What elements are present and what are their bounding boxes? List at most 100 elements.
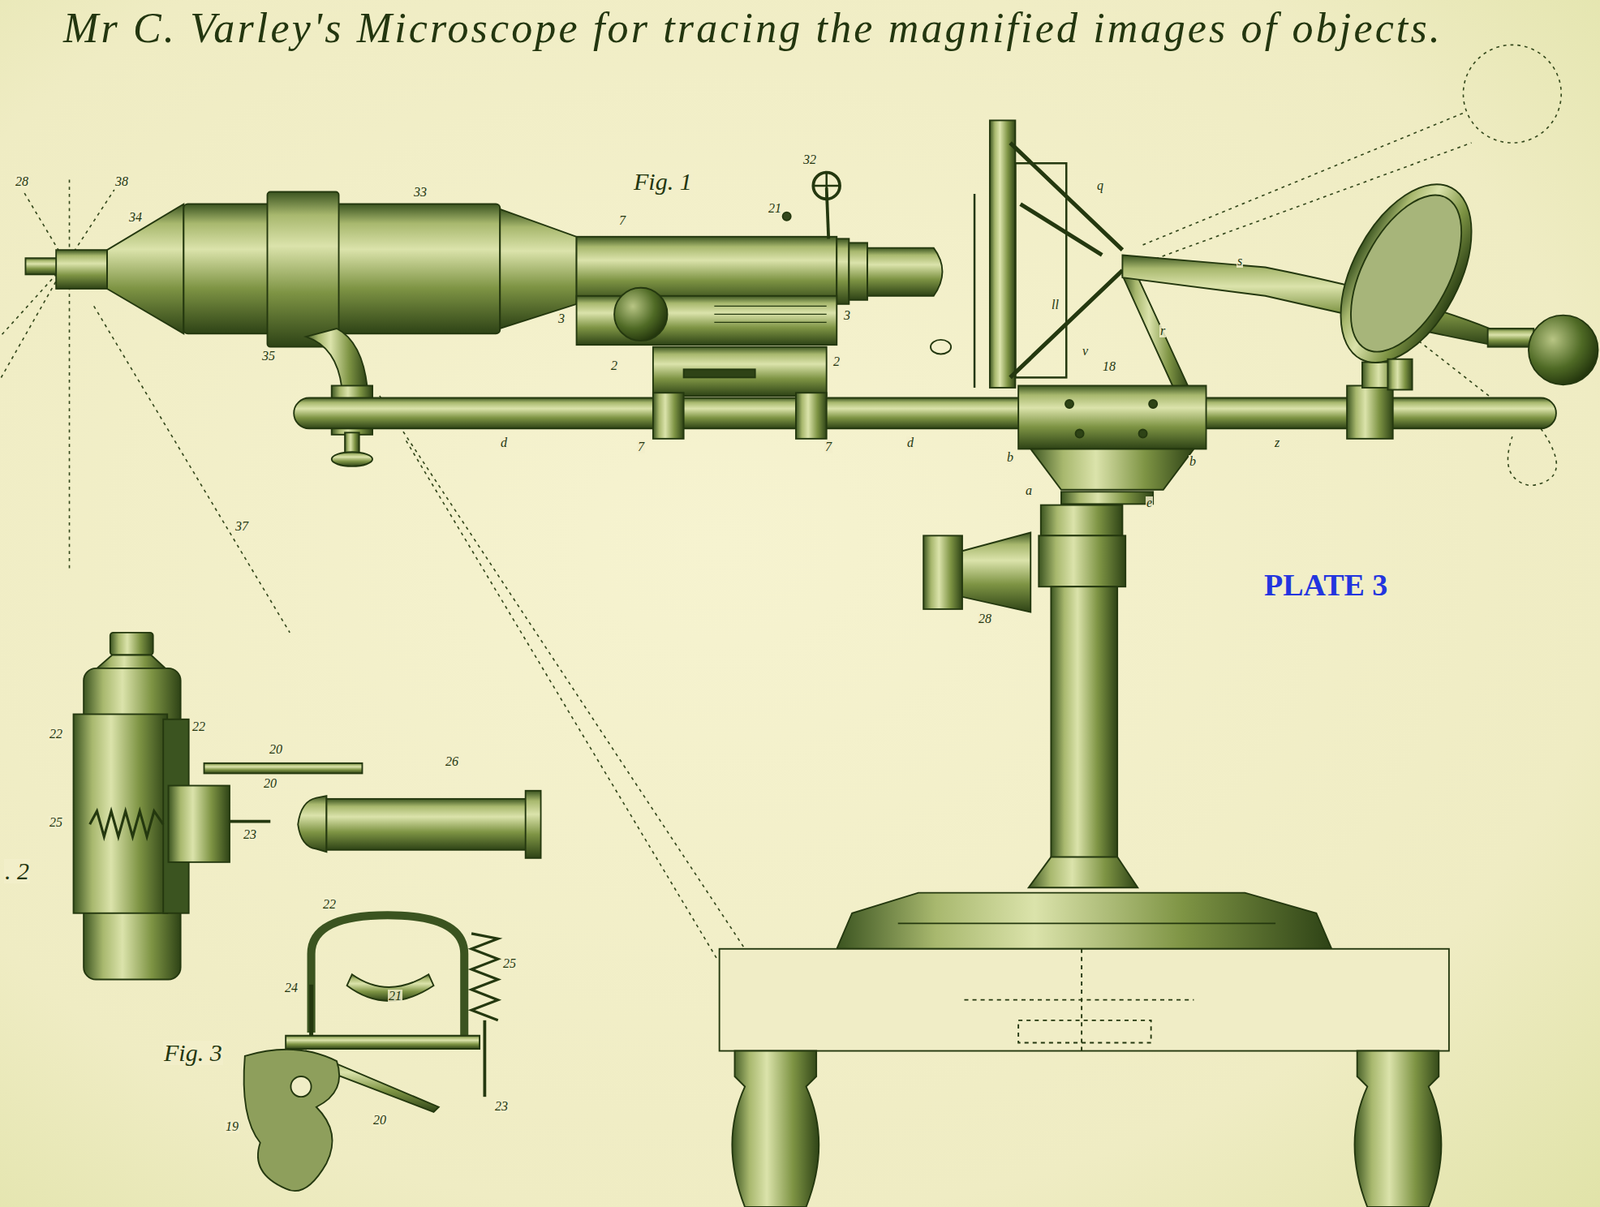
- pillar-stand-part: [1040, 505, 1123, 537]
- callout-number: 7: [636, 440, 646, 454]
- stage-and-tracing-arm-part: [973, 193, 977, 388]
- callout-number: 23: [494, 1100, 509, 1114]
- pillar-stand-part: [1075, 430, 1084, 439]
- callout-number: 2: [832, 355, 841, 369]
- figure-2-clamp-part: [110, 632, 154, 656]
- callout-number: 22: [322, 898, 337, 912]
- wooden-table-part: [731, 1051, 819, 1207]
- callout-number: 2: [610, 359, 619, 373]
- stage-and-tracing-arm-part: [1015, 163, 1067, 378]
- support-and-bar-part: [653, 347, 827, 396]
- pillar-stand-part: [1050, 586, 1118, 861]
- pillar-stand-part: [836, 893, 1332, 950]
- callout-number: 28: [14, 175, 30, 189]
- figure-3-clip-part: [244, 1049, 340, 1192]
- figure-2-clamp-part: [96, 655, 165, 669]
- figure-2-clamp-part: [229, 820, 271, 824]
- figure-2-clamp: [73, 632, 542, 981]
- figure-label: . 2: [4, 859, 31, 884]
- callout-number: 3: [557, 312, 566, 326]
- callout-number: 25: [502, 957, 517, 971]
- microscope-tube-part: [55, 249, 108, 289]
- callout-number: 21: [387, 989, 403, 1003]
- support-and-bar-part: [1346, 385, 1394, 439]
- callout-number: 25: [48, 816, 64, 830]
- dotted-ray-lines: [0, 44, 1562, 962]
- figure-2-clamp-part: [525, 791, 542, 859]
- callout-number: d: [499, 436, 508, 450]
- callout-number: 3: [843, 309, 852, 323]
- callout-number: 19: [224, 1120, 240, 1134]
- callout-number: e: [1145, 496, 1153, 510]
- pillar-stand-part: [1028, 857, 1139, 889]
- microscope-tube-part: [267, 191, 340, 347]
- callout-number: 22: [48, 727, 64, 741]
- pillar-stand-part: [923, 535, 963, 610]
- callout-number: r: [1159, 324, 1166, 338]
- callout-number: 38: [114, 175, 130, 189]
- callout-number: b: [1006, 451, 1015, 465]
- callout-number: z: [1273, 436, 1281, 450]
- callout-number: s: [1236, 254, 1244, 268]
- dotted-ray-lines-part: [94, 305, 290, 633]
- pillar-stand-part: [962, 533, 1031, 613]
- stage-and-tracing-arm-part: [1313, 163, 1499, 384]
- callout-number: 26: [444, 755, 460, 769]
- figure-3-clip-part: [311, 915, 465, 1036]
- callout-number: 24: [283, 981, 299, 995]
- callout-number: 18: [1101, 360, 1117, 374]
- microscope-tube-part: [812, 172, 840, 200]
- callout-number: 32: [802, 153, 818, 167]
- callout-number: 20: [372, 1113, 388, 1127]
- support-and-bar-part: [683, 369, 756, 378]
- callout-number: 23: [242, 828, 258, 842]
- stage-and-tracing-arm-part: [1122, 270, 1189, 388]
- pillar-stand-part: [1139, 430, 1148, 439]
- stage-and-tracing-arm-part: [1488, 328, 1535, 348]
- callout-number: 34: [128, 210, 143, 224]
- pillar-stand-part: [898, 922, 1276, 925]
- support-and-bar-part: [795, 392, 827, 439]
- figure-label: Fig. 3: [163, 1040, 224, 1066]
- stage-and-tracing-arm-part: [989, 120, 1016, 388]
- callout-number: b: [1188, 455, 1197, 469]
- microscope-tube-part: [867, 248, 942, 297]
- figure-3-clip-part: [290, 1076, 311, 1097]
- microscope-tube-part: [713, 305, 826, 323]
- callout-number: 20: [262, 777, 278, 791]
- figure-2-clamp-part: [168, 786, 230, 863]
- callout-number: 22: [191, 720, 207, 734]
- dotted-ray-lines-part: [0, 179, 115, 572]
- figure-3-clip-part: [285, 1036, 480, 1050]
- wooden-table-part: [963, 949, 1194, 1052]
- support-and-bar-part: [331, 451, 373, 467]
- pillar-stand-part: [1061, 491, 1153, 504]
- stage-and-tracing-arm: [930, 120, 1599, 390]
- microscope-tube-part: [782, 212, 792, 221]
- figure-2-clamp-part: [204, 763, 363, 775]
- callout-number: 21: [767, 202, 783, 216]
- microscope-tube-part: [812, 172, 840, 200]
- stage-and-tracing-arm-part: [1387, 359, 1412, 391]
- callout-number: 20: [268, 743, 284, 757]
- callout-number: v: [1081, 344, 1089, 358]
- support-and-bar-part: [344, 432, 360, 453]
- callout-number: d: [906, 436, 915, 450]
- wooden-table-part: [1354, 1051, 1442, 1207]
- pillar-stand: [836, 385, 1332, 949]
- stage-and-tracing-arm-part-part: [1313, 163, 1499, 384]
- microscope-tube-part: [499, 209, 577, 329]
- callout-number: 37: [234, 520, 250, 534]
- stage-and-tracing-arm-part-part: [1328, 177, 1484, 370]
- microscope-tube-part: [576, 236, 838, 305]
- stage-and-tracing-arm-part: [1010, 142, 1123, 378]
- figure-2-clamp-part: [73, 713, 168, 913]
- microscope-tube-part: [836, 238, 849, 305]
- pillar-stand-part: [1065, 400, 1074, 409]
- wooden-table-part: [1018, 1020, 1151, 1044]
- plate-label: PLATE 3: [1263, 569, 1389, 601]
- callout-number: 7: [618, 214, 627, 228]
- microscope-tube: [25, 172, 942, 348]
